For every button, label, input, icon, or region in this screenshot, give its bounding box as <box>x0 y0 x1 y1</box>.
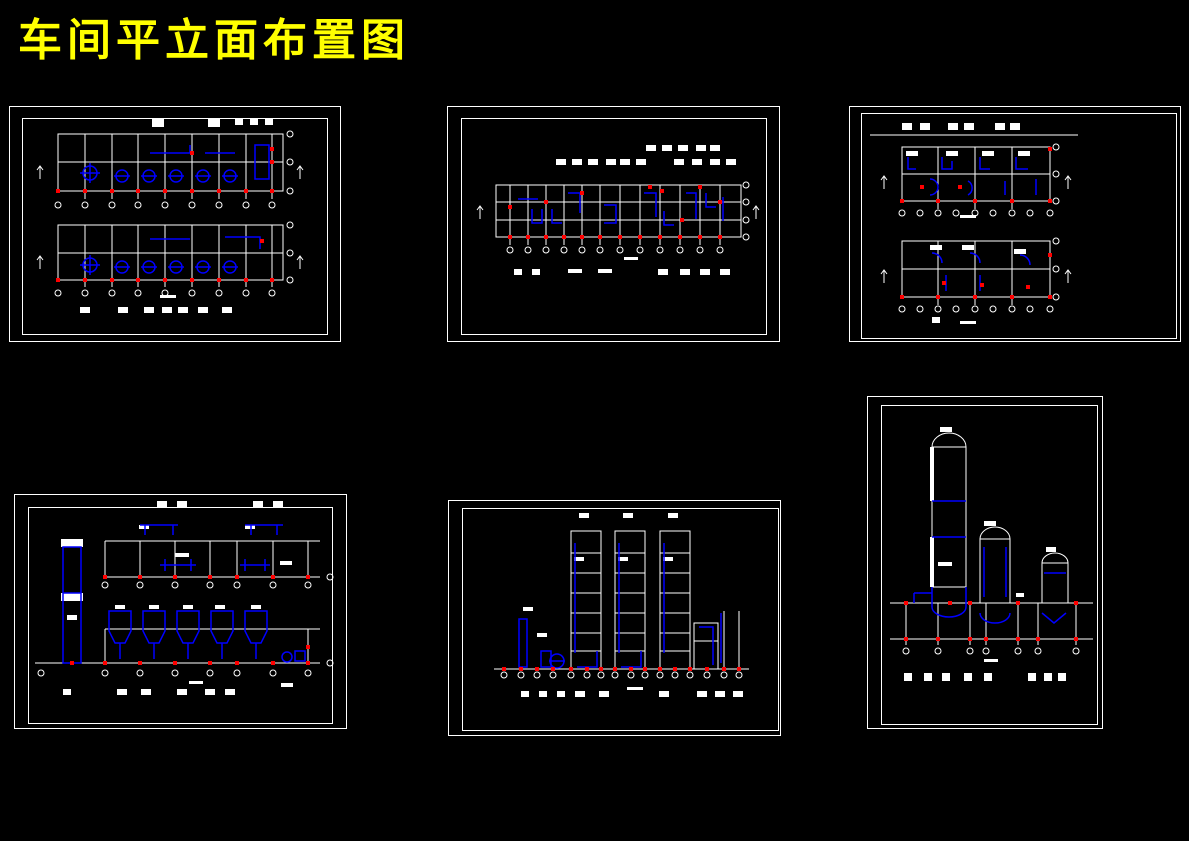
sheet-plan-2[interactable] <box>447 106 780 342</box>
sheet-inner-frame <box>861 113 1177 339</box>
sheet-inner-frame <box>462 508 779 731</box>
sheet-plan-3[interactable] <box>849 106 1181 342</box>
elevation-drawing <box>868 427 1104 681</box>
drawing-title: 车间平立面布置图 <box>18 15 410 66</box>
sheet-elevation-3[interactable] <box>867 396 1103 729</box>
elevation-drawing <box>15 501 348 695</box>
sheet-elevation-1[interactable] <box>14 494 347 729</box>
sheet-inner-frame <box>22 118 328 335</box>
sheet-inner-frame <box>28 507 333 724</box>
plan-drawing <box>448 145 781 275</box>
sheet-elevation-2[interactable] <box>448 500 781 736</box>
sheet-plan-1[interactable] <box>9 106 341 342</box>
sheet-inner-frame <box>461 118 767 335</box>
plan-drawing <box>10 119 342 313</box>
elevation-drawing <box>449 513 782 697</box>
sheet-inner-frame <box>881 405 1098 725</box>
plan-drawing <box>850 123 1182 324</box>
